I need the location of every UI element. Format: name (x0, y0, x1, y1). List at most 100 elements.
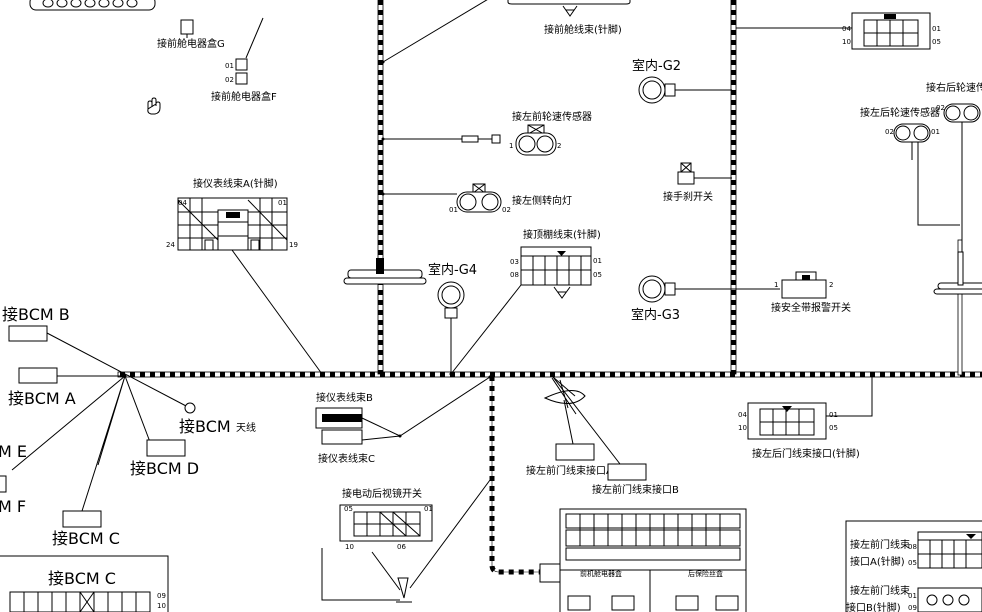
pin-2-seatbelt: 2 (829, 281, 833, 289)
lf-wheel-sensor-plug (461, 134, 501, 144)
fuse-box-left-label: 前机舱电器盒 (580, 569, 622, 578)
lr-door-connector (747, 402, 827, 440)
pin-08-rfa: 08 (908, 543, 917, 551)
bcm-c2-label: 接BCM C (48, 569, 116, 588)
fuse-box-panel (559, 508, 747, 612)
bcm-a-connector (18, 367, 58, 384)
rf-door-b-label-2: 接口B(针脚) (846, 601, 901, 612)
connector-top-left-pins (42, 0, 138, 8)
roof-harness-connector (520, 246, 592, 286)
pin-1-lf: 1 (509, 142, 513, 150)
pin-06-mirror: 06 (397, 543, 406, 551)
handbrake-switch-connector (677, 162, 695, 185)
bcm-a-label: 接BCM A (8, 389, 76, 408)
pin-04-ia: 04 (178, 199, 187, 207)
down-arrow-icon (562, 5, 578, 17)
bcm-antenna-connector (184, 402, 196, 414)
rf-door-a-label-2: 接口A(针脚) (850, 555, 905, 568)
lf-door-a-label: 接左前门线束接口A (526, 464, 613, 477)
instrument-c-label: 接仪表线束C (318, 452, 375, 465)
handbrake-switch-label: 接手刹开关 (663, 190, 713, 203)
pin-01-turn: 01 (449, 206, 458, 214)
pin-24-ia: 24 (166, 241, 175, 249)
rr-wheel-sensor-connector (943, 103, 981, 123)
pin-05-lrd: 05 (829, 424, 838, 432)
pin-10-rt: 10 (842, 38, 851, 46)
pin-01-rfb: 01 (908, 592, 917, 600)
lr-door-label: 接左后门线束接口(针脚) (752, 447, 860, 460)
pin-09-bcm: 09 (157, 592, 166, 600)
fuse-box-f-connector-1 (235, 58, 248, 71)
pin-04-rt: 04 (842, 25, 851, 33)
pin-08-roof: 08 (510, 271, 519, 279)
pin-10-mirror: 10 (345, 543, 354, 551)
pin-01-lrd: 01 (829, 411, 838, 419)
front-harness-connector (507, 0, 631, 5)
mirror-switch-connector (339, 504, 433, 542)
bcm-c-connector (62, 510, 102, 528)
rf-door-b-label-1: 接左前门线束 (850, 584, 910, 597)
junction-dots (123, 137, 492, 379)
pin-04-lrd: 04 (738, 411, 747, 419)
lf-wheel-sensor-connector (515, 124, 557, 156)
pin-01-roof: 01 (593, 257, 602, 265)
pin-09-rfb: 09 (908, 604, 917, 612)
bcm-c-large-pins (9, 591, 151, 612)
lf-door-a-connector (555, 443, 595, 461)
seatbelt-switch-connector (781, 271, 827, 299)
bcm-b-connector (8, 325, 48, 342)
antenna-label: 天线 (236, 421, 256, 434)
pin-02-turn: 02 (502, 206, 511, 214)
pin-10-lrd: 10 (738, 424, 747, 432)
indoor-g3-label: 室内-G3 (631, 307, 680, 323)
pin-02-lr: 02 (885, 128, 894, 136)
fuse-box-g-connector (180, 19, 194, 35)
pin-05-roof: 05 (593, 271, 602, 279)
pin-01-lr: 01 (931, 128, 940, 136)
ground-bolt-left (343, 258, 427, 285)
pin-01-f: 01 (225, 62, 234, 70)
hand-cursor-icon (147, 97, 161, 115)
instrument-b-label: 接仪表线束B (316, 391, 373, 404)
fuse-box-g-label: 接前舱电器盒G (157, 37, 225, 50)
pin-01-rt: 01 (932, 25, 941, 33)
bcm-c-label: 接BCM C (52, 529, 120, 548)
fuse-box-input-plug (539, 563, 561, 583)
fuse-box-f-label: 接前舱电器盒F (211, 90, 277, 103)
pin-19-ia: 19 (289, 241, 298, 249)
pin-10-bcm: 10 (157, 602, 166, 610)
roof-arrow-icon (553, 286, 571, 299)
harness-vertical-far-right (957, 239, 963, 376)
bcm-d-label: 接BCM D (130, 459, 199, 478)
left-turn-lamp-connector (456, 183, 502, 213)
lf-wheel-sensor-label: 接左前轮速传感器 (512, 110, 592, 123)
roof-harness-label: 接顶棚线束(针脚) (523, 228, 601, 241)
bcm-e-label: M E (0, 442, 27, 461)
harness-vertical-right (730, 0, 737, 375)
harness-vertical-left (377, 0, 384, 375)
main-harness-bus (117, 371, 982, 378)
lf-door-harness-a-symbol (543, 377, 586, 415)
ground-bolt-right (933, 251, 982, 295)
pin-01-ia: 01 (278, 199, 287, 207)
bcm-antenna-label: 接BCM (179, 417, 231, 436)
bcm-f-connector (0, 475, 7, 493)
lf-door-b-connector (607, 463, 647, 481)
rr-wheel-sensor-label: 接右后轮速传感器 (926, 81, 982, 94)
seatbelt-switch-label: 接安全带报警开关 (771, 301, 851, 314)
lr-wheel-sensor-label: 接左后轮速传感器 (860, 106, 940, 119)
pin-05-mirror: 05 (344, 505, 353, 513)
lr-wheel-sensor-connector (893, 123, 931, 143)
pin-05-rfa: 05 (908, 559, 917, 567)
left-turn-lamp-label: 接左侧转向灯 (512, 194, 572, 207)
pin-1-seatbelt: 1 (774, 281, 778, 289)
indoor-g2-label: 室内-G2 (632, 58, 681, 74)
indoor-g4-ground (437, 281, 465, 319)
mirror-switch-label: 接电动后视镜开关 (342, 487, 422, 500)
rf-door-a-label-1: 接左前门线束 (850, 538, 910, 551)
lf-door-b-label: 接左前门线束接口B (592, 483, 679, 496)
pin-2-lf: 2 (557, 142, 561, 150)
bcm-d-connector (146, 439, 186, 457)
instrument-c-connector (321, 429, 363, 445)
